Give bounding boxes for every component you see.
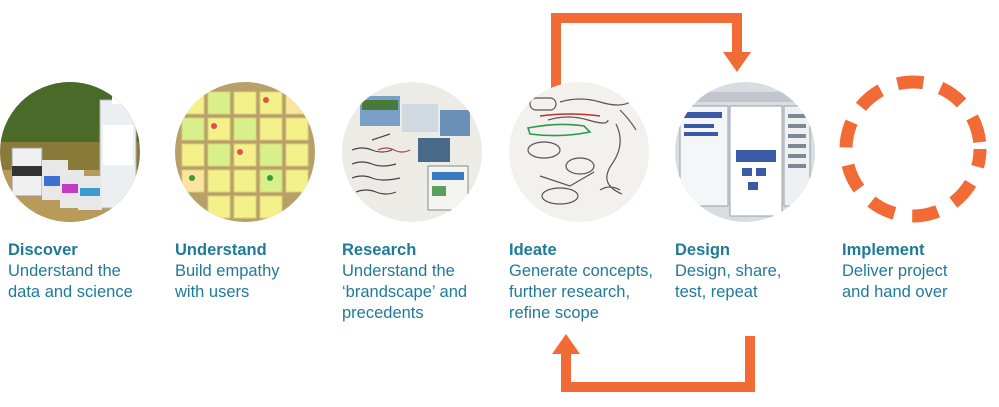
step-implement: Implement Deliver project and hand over xyxy=(842,240,999,303)
step-discover: Discover Understand the data and science xyxy=(8,240,168,303)
bottom-loop-arrow xyxy=(552,334,755,392)
step-design: Design Design, share, test, repeat xyxy=(675,240,835,303)
step-title: Research xyxy=(342,241,417,259)
research-wall-photo xyxy=(342,82,482,222)
step-description: Build empathy with users xyxy=(175,262,280,301)
whiteboard-sketch-photo xyxy=(509,82,649,222)
implement-dashed-circle xyxy=(839,75,987,223)
step-ideate: Ideate Generate concepts, further resear… xyxy=(509,240,669,324)
top-loop-arrow xyxy=(551,13,751,88)
sticky-notes-photo xyxy=(175,82,315,222)
step-description: Deliver project and hand over xyxy=(842,262,948,301)
step-description: Understand the ‘brandscape’ and preceden… xyxy=(342,262,468,322)
step-understand: Understand Build empathy with users xyxy=(175,240,335,303)
step-description: Generate concepts, further research, ref… xyxy=(509,262,654,322)
software-screenshot-photo xyxy=(675,82,815,222)
step-description: Design, share, test, repeat xyxy=(675,262,782,301)
step-title: Ideate xyxy=(509,241,557,259)
step-title: Design xyxy=(675,241,731,259)
step-title: Implement xyxy=(842,241,925,259)
step-title: Understand xyxy=(175,241,267,259)
step-description: Understand the data and science xyxy=(8,262,133,301)
lab-bottles-photo xyxy=(0,82,140,222)
step-research: Research Understand the ‘brandscape’ and… xyxy=(342,240,502,324)
step-title: Discover xyxy=(8,241,78,259)
